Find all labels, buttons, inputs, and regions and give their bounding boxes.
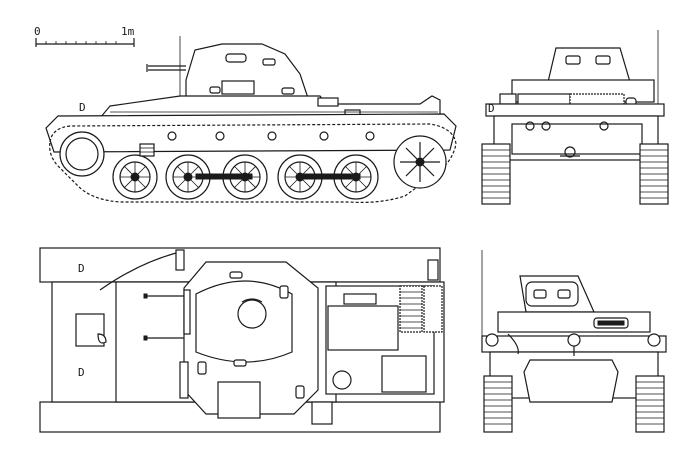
svg-text:D: D bbox=[78, 366, 85, 379]
svg-text:D: D bbox=[79, 101, 86, 114]
side-view: D bbox=[45, 36, 457, 203]
scale-bar: 0 1m bbox=[34, 25, 135, 47]
scale-start-label: 0 bbox=[34, 25, 41, 38]
rear-view bbox=[481, 250, 667, 433]
svg-text:D: D bbox=[488, 102, 495, 115]
front-view: D bbox=[481, 30, 669, 205]
track bbox=[49, 123, 457, 203]
top-view: D D bbox=[39, 247, 445, 433]
scale-end-label: 1m bbox=[121, 25, 135, 38]
svg-text:D: D bbox=[78, 262, 85, 275]
